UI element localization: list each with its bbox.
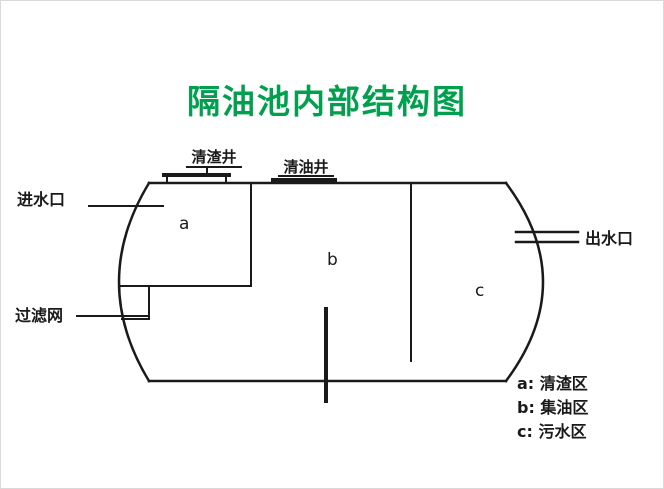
- outlet-pipe: [514, 230, 580, 244]
- label-filter: 过滤网: [15, 306, 63, 325]
- tank-structure-lines: [76, 166, 580, 403]
- zone-c-label: c: [475, 281, 484, 301]
- page-title: 隔油池内部结构图: [187, 82, 467, 121]
- filter-screen-box: [121, 285, 150, 320]
- legend-item-c: c: 污水区: [517, 422, 586, 441]
- legend-item-a: a: 清渣区: [517, 374, 588, 393]
- slag-well-ticks: [166, 174, 227, 184]
- divider-a-b: [120, 182, 252, 287]
- label-outlet: 出水口: [585, 229, 633, 248]
- zone-a-label: a: [179, 214, 189, 234]
- label-slag-well: 清渣井: [191, 148, 236, 166]
- tank-right-end: [504, 181, 545, 383]
- legend-item-b: b: 集油区: [517, 398, 588, 417]
- label-oil-well: 清油井: [283, 158, 328, 176]
- tank-left-end: [117, 181, 151, 383]
- diagram-labels: 清渣井 清油井 进水口 出水口 过滤网 a b c a: 清渣区 b: 集油区 …: [15, 148, 633, 441]
- zone-b-label: b: [327, 250, 338, 270]
- label-inlet: 进水口: [17, 190, 65, 209]
